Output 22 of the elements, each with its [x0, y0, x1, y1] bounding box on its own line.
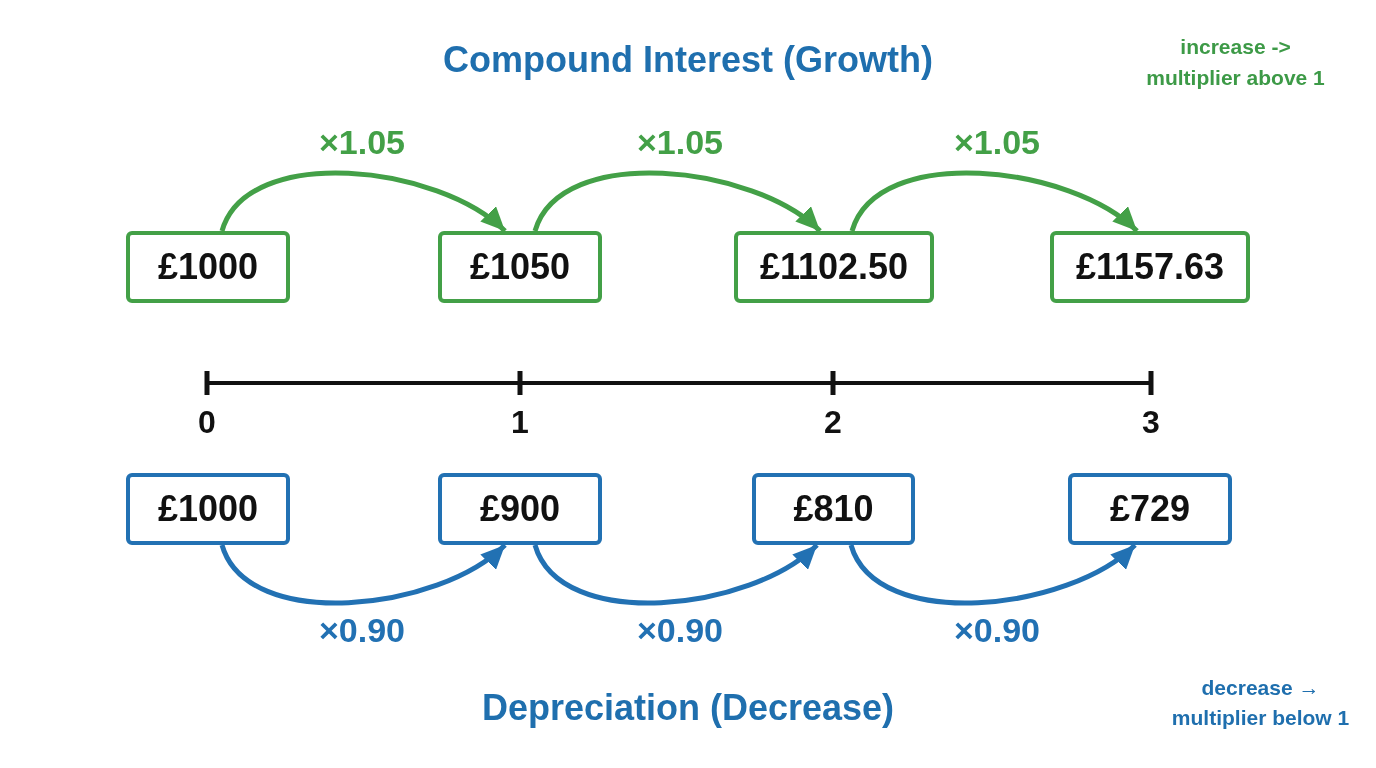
value-box: £1000	[126, 473, 290, 545]
tick-label: 0	[198, 403, 216, 442]
curved-arrow	[219, 543, 507, 606]
tick-label: 1	[511, 403, 529, 442]
diagram-title: Compound Interest (Growth)	[443, 38, 933, 82]
note: decrease → multiplier below 1	[1170, 675, 1351, 731]
value-box: £810	[752, 473, 915, 545]
value-box: £1157.63	[1050, 231, 1250, 303]
value-box: £1050	[438, 231, 602, 303]
note: increase -> multiplier above 1	[1145, 34, 1326, 91]
curved-arrow	[532, 543, 819, 606]
curved-arrow	[849, 170, 1139, 233]
curved-arrow	[219, 170, 507, 233]
value-box: £1000	[126, 231, 290, 303]
section-heading: Depreciation (Decrease)	[481, 686, 895, 730]
curved-arrow	[848, 543, 1137, 606]
value-box: £729	[1068, 473, 1232, 545]
value-box: £900	[438, 473, 602, 545]
tick-label: 2	[824, 403, 842, 442]
value-box: £1102.50	[734, 231, 934, 303]
tick-label: 3	[1142, 403, 1160, 442]
curved-arrow	[532, 170, 822, 233]
